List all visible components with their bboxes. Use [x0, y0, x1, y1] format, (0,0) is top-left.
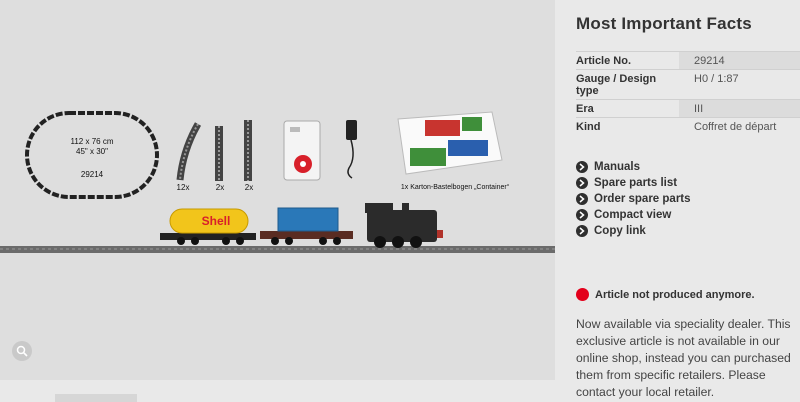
- production-status: Article not produced anymore.: [576, 288, 755, 301]
- link-label: Manuals: [594, 161, 641, 173]
- fact-value: III: [679, 99, 800, 118]
- links-list: Manuals Spare parts list Order spare par…: [576, 159, 691, 239]
- zoom-button[interactable]: [12, 341, 32, 361]
- straight-track-b: [244, 120, 252, 181]
- locomotive: [367, 210, 437, 242]
- fact-key: Era: [576, 99, 679, 118]
- product-image-panel[interactable]: 112 x 76 cm 45" x 30" 29214 12x 2x 2x 1x…: [0, 0, 555, 380]
- chevron-right-icon: [576, 209, 588, 221]
- fact-row-era: Era III: [576, 99, 800, 118]
- chevron-right-icon: [576, 193, 588, 205]
- container-box: [277, 207, 339, 232]
- power-adapter: [346, 120, 357, 140]
- facts-title: Most Important Facts: [576, 14, 752, 33]
- oval-size-cm: 112 x 76 cm: [71, 137, 114, 146]
- fact-key: Article No.: [576, 51, 679, 70]
- tank-wagon: [169, 208, 249, 234]
- container-wagon-frame: [260, 231, 353, 239]
- availability-text: Now available via speciality dealer. Thi…: [576, 317, 791, 399]
- curved-track: [176, 122, 202, 181]
- oval-size-in: 45" x 30": [76, 147, 108, 156]
- fact-value: H0 / 1:87: [679, 69, 800, 100]
- copy-link-link[interactable]: Copy link: [576, 223, 691, 239]
- fact-row-article: Article No. 29214: [576, 51, 800, 70]
- status-text: Article not produced anymore.: [595, 288, 755, 301]
- compact-view-link[interactable]: Compact view: [576, 207, 691, 223]
- spare-parts-list-link[interactable]: Spare parts list: [576, 175, 691, 191]
- straight-track-a-count: 2x: [216, 183, 224, 192]
- chevron-right-icon: [576, 225, 588, 237]
- manuals-link[interactable]: Manuals: [576, 159, 691, 175]
- curved-track-count: 12x: [177, 183, 190, 192]
- fact-value: Coffret de départ: [679, 117, 800, 135]
- link-label: Compact view: [594, 209, 672, 221]
- thumbnail-tab[interactable]: [55, 394, 137, 402]
- chevron-right-icon: [576, 161, 588, 173]
- fact-value: 29214: [679, 51, 800, 70]
- fact-key: Gauge / Design type: [576, 69, 679, 100]
- chevron-right-icon: [576, 177, 588, 189]
- fact-key: Kind: [576, 117, 679, 135]
- oval-article-number: 29214: [81, 170, 104, 179]
- track-oval: [25, 111, 159, 199]
- link-label: Order spare parts: [594, 193, 691, 205]
- facts-table: Article No. 29214 Gauge / Design type H0…: [576, 51, 800, 135]
- link-label: Spare parts list: [594, 177, 678, 189]
- fact-row-gauge: Gauge / Design type H0 / 1:87: [576, 69, 800, 100]
- facts-panel: Most Important Facts Article No. 29214 G…: [576, 0, 800, 402]
- container-sheet-caption: 1x Karton-Bastelbogen „Container“: [401, 184, 510, 191]
- thumbnail-strip: [0, 380, 555, 402]
- shell-logo: Shell: [202, 214, 231, 228]
- status-dot-icon: [576, 288, 589, 301]
- product-image: 112 x 76 cm 45" x 30" 29214 12x 2x 2x 1x…: [0, 111, 555, 253]
- straight-track-b-count: 2x: [245, 183, 253, 192]
- fact-row-kind: Kind Coffret de départ: [576, 117, 800, 135]
- tank-wagon-frame: [160, 233, 256, 240]
- straight-track-a: [215, 126, 223, 181]
- order-spare-parts-link[interactable]: Order spare parts: [576, 191, 691, 207]
- magnifier-icon: [16, 345, 28, 357]
- link-label: Copy link: [594, 225, 646, 237]
